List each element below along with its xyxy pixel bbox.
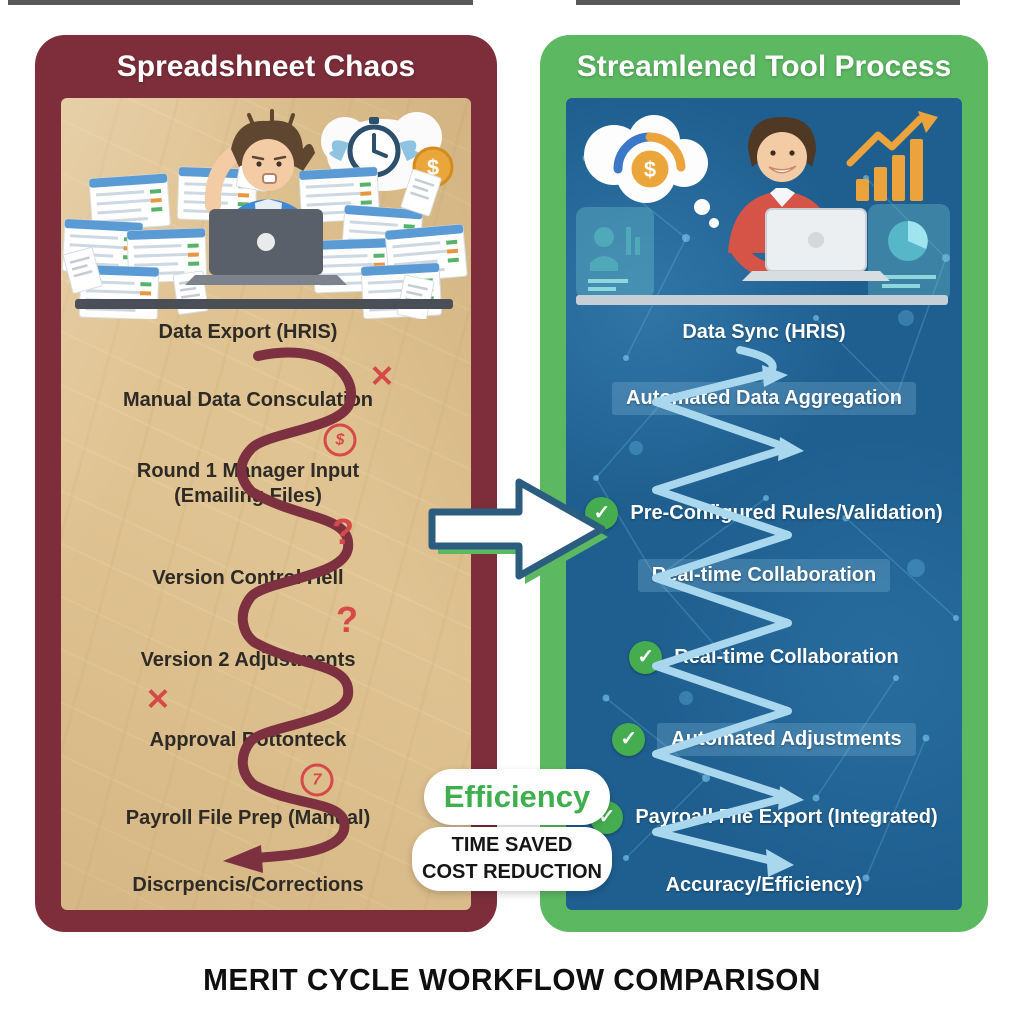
desk — [75, 299, 453, 309]
svg-text:$: $ — [644, 157, 656, 182]
top-border-artifact — [8, 0, 473, 5]
tool-step-1: Data Sync (HRIS) — [540, 320, 988, 345]
stressed-worker-illustration: $ — [61, 109, 468, 319]
tool-step-label: Automated Adjustments — [657, 723, 916, 756]
page-title: MERIT CYCLE WORKFLOW COMPARISON — [203, 962, 821, 997]
check-icon: ✓ — [585, 497, 619, 530]
tool-step-8: Accuracy/Efficiency) — [540, 873, 988, 898]
tool-step-5: ✓ Real-time Collaboration — [540, 641, 988, 674]
chaos-step-5: Version 2 Adjustments — [140, 649, 356, 671]
laptop-icon — [742, 208, 890, 281]
check-icon: ✓ — [629, 641, 663, 674]
dollar-coin-icon: $ — [628, 147, 672, 191]
efficiency-badge: Efficiency — [424, 769, 610, 825]
question-mark-icon: ? — [336, 599, 358, 640]
laptop-icon — [185, 209, 347, 285]
chaos-step-6: Approval Bottonteck — [149, 729, 347, 751]
chaos-step-8: Discrpencis/Corrections — [132, 874, 364, 896]
tool-step-label: Real-time Collaboration — [674, 646, 899, 668]
efficiency-label: Efficiency — [443, 779, 591, 814]
happy-worker-illustration: $ — [576, 111, 950, 305]
svg-text:$: $ — [427, 155, 439, 180]
seven-circled-icon: 7 — [300, 763, 334, 797]
cost-reduction-label: COST REDUCTION — [422, 861, 602, 883]
pie-panel-icon — [868, 204, 950, 302]
tool-step-6: ✓ Automated Adjustments — [540, 723, 988, 756]
tool-step-label: Payroall File Export (Integrated) — [635, 806, 938, 828]
tool-step-label: Real-time Collaboration — [637, 559, 891, 592]
left-panel-title: Spreadshneet Chaos — [116, 50, 416, 83]
growth-chart-icon — [846, 111, 938, 201]
gauge-icon — [613, 132, 686, 174]
right-panel-title: Streamlened Tool Process — [576, 50, 952, 83]
tool-step-label: Pre-Configured Rules/Validation) — [630, 502, 943, 524]
error-cross-icon: ✕ — [369, 360, 395, 394]
desk — [576, 295, 948, 305]
transition-arrow-icon — [428, 478, 608, 584]
top-border-artifact — [576, 0, 960, 5]
chaos-step-1: Data Export (HRIS) — [158, 321, 338, 343]
check-icon: ✓ — [612, 723, 646, 756]
question-mark-icon: ? — [332, 511, 354, 552]
user-panel-icon — [576, 207, 654, 299]
tool-step-2: Automated Data Aggregation — [540, 382, 988, 415]
savings-badge: TIME SAVED COST REDUCTION — [412, 827, 612, 891]
tool-step-label: Automated Data Aggregation — [612, 382, 916, 415]
tool-step-label: Data Sync (HRIS) — [682, 321, 846, 343]
chaos-step-2: Manual Data Consculation — [122, 389, 374, 411]
streamlined-tool-panel: Streamlened Tool Process — [540, 35, 988, 932]
tool-step-label: Accuracy/Efficiency) — [665, 874, 863, 896]
time-saved-label: TIME SAVED — [451, 834, 573, 856]
error-cross-icon: ✕ — [145, 683, 171, 717]
dollar-circled-icon: $ — [323, 423, 357, 457]
